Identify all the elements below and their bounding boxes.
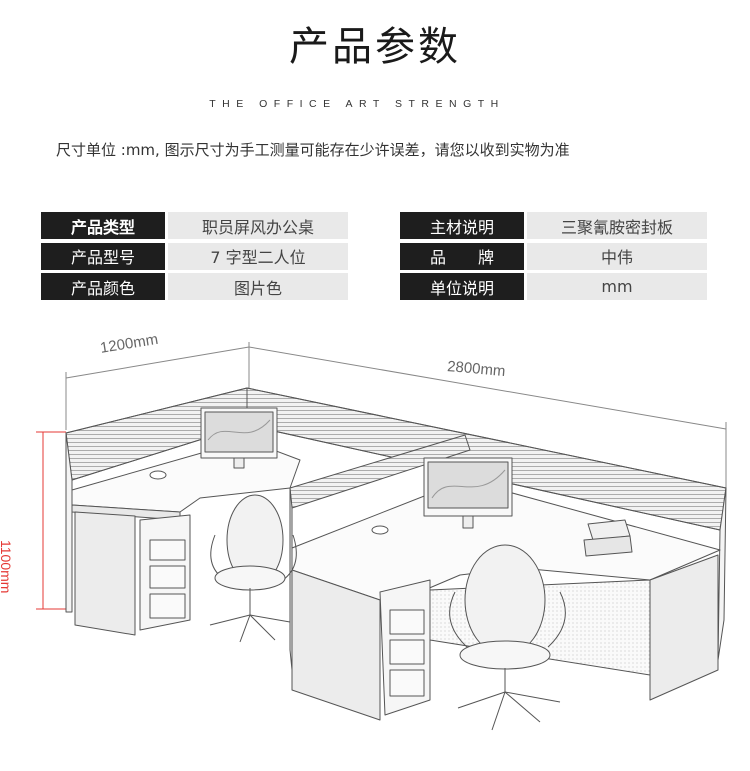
spec-label: 品 牌 <box>400 242 524 270</box>
spec-row-material: 主材说明 三聚氰胺密封板 <box>400 212 707 239</box>
spec-row-brand: 品 牌 中伟 <box>400 242 707 270</box>
page-subtitle: THE OFFICE ART STRENGTH <box>209 98 505 110</box>
spec-value: 图片色 <box>168 273 348 300</box>
spec-label: 产品颜色 <box>41 273 165 300</box>
monitor-right <box>423 457 513 529</box>
spec-table-right: 主材说明 三聚氰胺密封板 品 牌 中伟 单位说明 mm <box>400 212 707 304</box>
measurement-note: 尺寸单位 :mm, 图示尺寸为手工测量可能存在少许误差，请您以收到实物为准 <box>56 141 570 159</box>
workstation-illustration <box>36 342 727 731</box>
spec-value: 职员屏风办公桌 <box>168 212 348 239</box>
chair-right <box>449 544 566 731</box>
spec-value: 7 字型二人位 <box>168 242 348 270</box>
spec-value: 中伟 <box>527 242 707 270</box>
monitor-left <box>200 407 278 469</box>
dimension-height: 1100mm <box>0 540 14 594</box>
books <box>583 519 633 557</box>
spec-row-unit: 单位说明 mm <box>400 273 707 300</box>
spec-label: 单位说明 <box>400 273 524 300</box>
page-title: 产品参数 <box>289 24 461 70</box>
spec-label: 产品型号 <box>41 242 165 270</box>
spec-row-type: 产品类型 职员屏风办公桌 <box>41 212 348 239</box>
spec-row-model: 产品型号 7 字型二人位 <box>41 242 348 270</box>
spec-table-left: 产品类型 职员屏风办公桌 产品型号 7 字型二人位 产品颜色 图片色 <box>41 212 348 304</box>
spec-label: 主材说明 <box>400 212 524 239</box>
spec-value: mm <box>527 273 707 300</box>
dimension-lines <box>36 342 727 610</box>
spec-row-color: 产品颜色 图片色 <box>41 273 348 300</box>
spec-value: 三聚氰胺密封板 <box>527 212 707 239</box>
chair-left <box>209 494 297 643</box>
spec-label: 产品类型 <box>41 212 165 239</box>
